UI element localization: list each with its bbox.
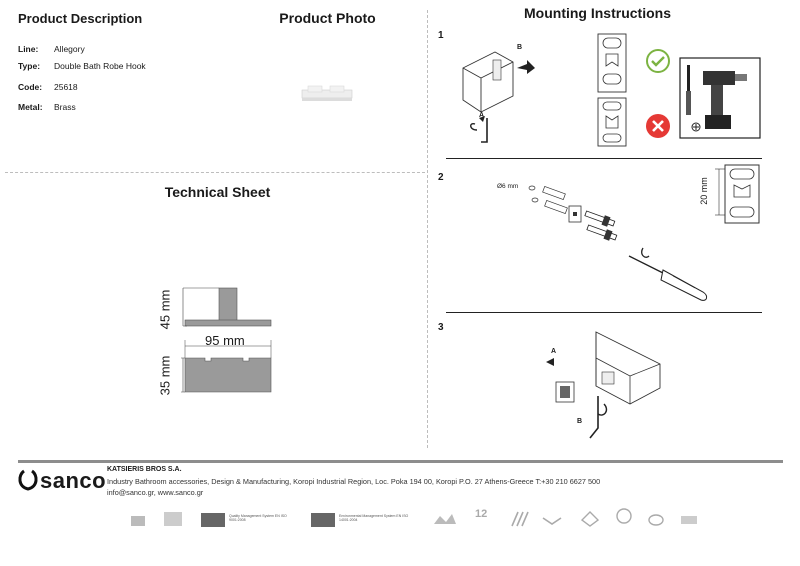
reject-cross-icon <box>646 114 670 138</box>
hand-badge-icon <box>681 516 697 524</box>
step-2-screws-illustration <box>528 185 708 301</box>
step-2-spacing: 20 mm <box>699 177 709 205</box>
footer-bar <box>18 460 783 463</box>
mounting-title: Mounting Instructions <box>524 5 671 21</box>
diamond-badge-icon <box>580 511 600 527</box>
dim-height-bottom: 35 mm <box>157 355 173 396</box>
sanco-logo-icon <box>18 469 38 491</box>
made-badge-icon <box>164 512 182 526</box>
footer-address: Industry Bathroom accessories, Design & … <box>107 477 601 486</box>
step-3-label-a: A <box>551 348 557 355</box>
technical-drawing <box>181 287 272 393</box>
factory-icon <box>131 516 145 526</box>
spec-metal: Metal:Brass <box>18 102 76 112</box>
step-3-label-b: B <box>577 418 583 425</box>
accept-check-icon <box>646 49 670 73</box>
footer-contact[interactable]: info@sanco.gr, www.sanco.gr <box>107 488 204 497</box>
step-1-label-b: B <box>517 44 523 51</box>
step-divider-1 <box>446 158 762 159</box>
column-divider <box>427 10 428 448</box>
step-1-plates <box>597 33 627 147</box>
step-2-plate <box>715 164 760 224</box>
footer-logo: sanco <box>40 468 107 493</box>
step-2-number: 2 <box>438 172 444 183</box>
stripes-icon <box>511 511 529 527</box>
years-badge: 12 <box>475 508 488 520</box>
step-2-drill-size: Ø6 mm <box>497 183 519 190</box>
product-photo <box>301 85 353 101</box>
cert-environment: Environmental Management System EN ISO 1… <box>339 514 409 522</box>
step-1-label-a: A <box>479 112 485 119</box>
dim-height-top: 45 mm <box>157 289 173 330</box>
iso-9001-badge-icon <box>201 513 225 527</box>
technical-sheet-title: Technical Sheet <box>164 184 271 200</box>
step-3-number: 3 <box>438 322 444 333</box>
step-divider-2 <box>446 312 762 313</box>
footer-company: KATSIERIS BROS S.A. <box>107 466 182 473</box>
section-divider <box>5 172 425 173</box>
spec-type: Type:Double Bath Robe Hook <box>18 61 146 71</box>
cert-quality: Quality Management System EN ISO 9001:20… <box>229 514 287 522</box>
step-1-bracket-illustration <box>462 51 535 143</box>
spec-line: Line:Allegory <box>18 44 85 54</box>
step-1-number: 1 <box>438 30 444 41</box>
product-description-title: Product Description <box>18 11 143 26</box>
tools-no-drill-icon <box>679 57 761 139</box>
eco-badge-icon <box>648 514 664 526</box>
iso-14001-badge-icon <box>311 513 335 527</box>
chevron-badge-icon <box>542 517 562 525</box>
dim-width: 95 mm <box>205 333 245 348</box>
brand-wave-icon <box>434 514 456 524</box>
product-photo-title: Product Photo <box>279 10 376 26</box>
step-3-hook-illustration <box>546 331 661 439</box>
award-badge-icon <box>616 508 632 524</box>
spec-code: Code:25618 <box>18 82 78 92</box>
